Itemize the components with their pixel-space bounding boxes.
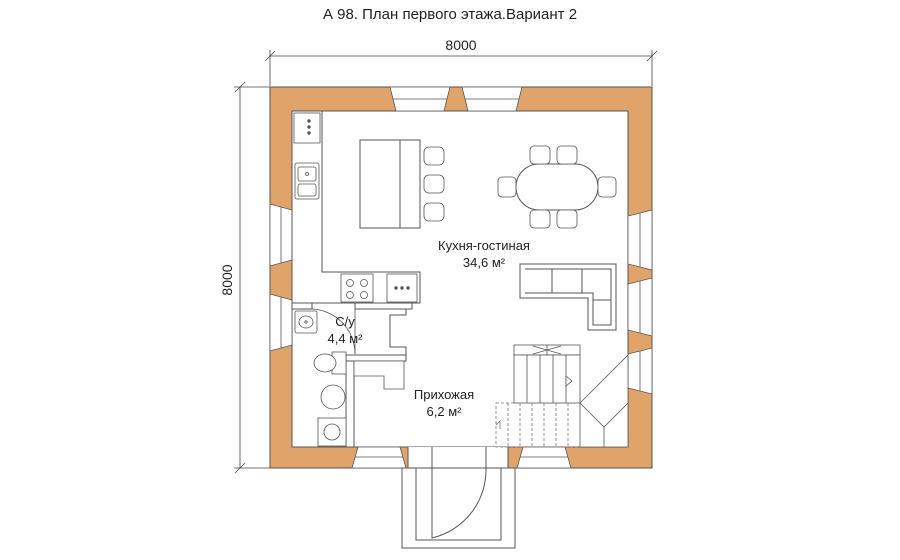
entrance-door xyxy=(407,447,509,468)
room-name: С/у xyxy=(335,314,355,329)
hall-cabinet xyxy=(353,360,405,390)
staircase xyxy=(513,344,629,448)
plan-title: А 98. План первого этажа.Вариант 2 xyxy=(322,6,578,23)
fridge xyxy=(293,112,321,144)
room-name: Кухня-гостиная xyxy=(438,238,530,253)
room-name: Прихожая xyxy=(414,387,474,402)
dining-chairs xyxy=(497,145,617,229)
kitchen-island xyxy=(359,139,421,229)
dimension-vertical-label: 8000 xyxy=(219,264,235,295)
window-right-upper xyxy=(627,209,653,271)
water-heater xyxy=(320,384,346,410)
dining-table xyxy=(515,163,599,211)
bar-stools xyxy=(423,146,445,222)
washbasin xyxy=(294,310,318,334)
room-label-bathroom: С/у 4,4 м² xyxy=(328,314,364,346)
window-left-upper xyxy=(269,203,293,267)
room-area: 34,6 м² xyxy=(463,255,506,270)
dimension-vertical xyxy=(234,81,270,474)
stove xyxy=(340,273,374,303)
room-label-hallway: Прихожая 6,2 м² xyxy=(414,387,474,419)
staircase-lower-steps xyxy=(495,402,581,448)
porch xyxy=(401,467,516,549)
window-top-left xyxy=(389,86,451,112)
window-bottom-left xyxy=(351,446,407,469)
corner-sofa xyxy=(519,263,617,331)
oven xyxy=(386,273,418,303)
sink xyxy=(294,162,320,200)
washing-machine xyxy=(317,417,347,447)
dimension-horizontal xyxy=(264,50,658,86)
window-top-right xyxy=(461,86,523,112)
window-bottom-right xyxy=(516,446,572,469)
toilet xyxy=(313,351,347,375)
room-area: 4,4 м² xyxy=(328,331,364,346)
window-right-middle xyxy=(627,277,653,337)
window-left-lower xyxy=(269,293,293,352)
dimension-horizontal-label: 8000 xyxy=(445,37,476,53)
bathroom-door-swing xyxy=(311,308,356,355)
window-right-lower xyxy=(627,347,653,395)
room-label-kitchen-living: Кухня-гостиная 34,6 м² xyxy=(438,238,530,270)
room-area: 6,2 м² xyxy=(427,404,463,419)
